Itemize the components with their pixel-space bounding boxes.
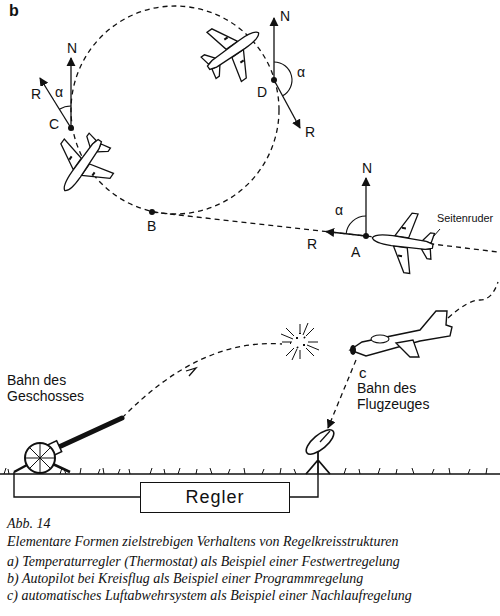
aircraft-wing xyxy=(396,340,419,357)
north-arrow xyxy=(70,58,71,128)
aircraft-canopy xyxy=(371,335,389,343)
waypoint-dot xyxy=(363,233,369,239)
angle-arc xyxy=(59,106,71,109)
north-label: N xyxy=(361,160,373,176)
aircraft-top-view xyxy=(40,123,124,207)
point-label: A xyxy=(350,244,361,260)
radar-feed xyxy=(320,431,330,442)
aircraft-top-view xyxy=(191,8,275,92)
box-label: Regler xyxy=(185,487,244,508)
gun-wheel xyxy=(25,443,55,473)
signal-wire xyxy=(14,472,140,497)
wheel-spokes xyxy=(25,443,55,473)
circular-flight-path xyxy=(71,6,279,214)
projectile-trajectory xyxy=(122,344,282,418)
point-label: D xyxy=(256,84,268,100)
panel-letter: c xyxy=(358,364,368,381)
north-label: N xyxy=(66,40,78,56)
heading-label: R xyxy=(306,236,318,252)
waypoint-dot xyxy=(149,209,155,215)
fighter-aircraft xyxy=(350,311,452,356)
part-label: Seitenruder xyxy=(436,212,494,224)
heading-arrow xyxy=(274,80,300,128)
panel-letter: b xyxy=(8,2,20,20)
angle-label: α xyxy=(54,84,64,100)
trajectory-arrow xyxy=(186,368,196,376)
north-label: N xyxy=(279,8,291,24)
caption-item: b) Autopilot bei Kreisflug als Beispiel … xyxy=(6,571,364,587)
explosion-burst xyxy=(281,323,319,360)
angle-label: α xyxy=(334,202,344,218)
air-intake xyxy=(350,345,356,355)
shrapnel-dots xyxy=(290,333,305,348)
leader-line xyxy=(433,229,440,237)
waypoint-dot xyxy=(68,125,74,131)
grass xyxy=(4,468,487,474)
approach-flight-path xyxy=(152,212,498,252)
figure-number: Abb. 14 xyxy=(6,516,52,532)
signal-wire xyxy=(290,474,318,497)
north-arrow xyxy=(365,178,366,236)
radar-dish xyxy=(302,426,337,459)
caption-item: c) automatisches Luftabwehrsystem als Be… xyxy=(6,588,413,604)
point-label: C xyxy=(48,116,60,132)
controller-box: Regler xyxy=(140,482,290,513)
aircraft-flight-path xyxy=(448,282,498,318)
figure-caption: Elementare Formen zielstrebigen Verhalte… xyxy=(6,534,400,550)
point-label: B xyxy=(146,218,157,234)
path-label: Bahn des Geschosses xyxy=(6,372,108,404)
heading-label: R xyxy=(304,124,316,140)
radar-beam xyxy=(328,360,356,428)
aircraft-top-view xyxy=(368,208,437,276)
caption-item: a) Temperaturregler (Thermostat) als Bei… xyxy=(6,554,401,570)
north-arrow xyxy=(273,18,274,80)
waypoint-dot xyxy=(271,77,277,83)
angle-label: α xyxy=(296,64,306,80)
ground-line xyxy=(0,473,500,474)
heading-label: R xyxy=(30,86,42,102)
angle-arc xyxy=(346,216,366,234)
path-label: Bahn des Flugzeuges xyxy=(356,380,470,412)
